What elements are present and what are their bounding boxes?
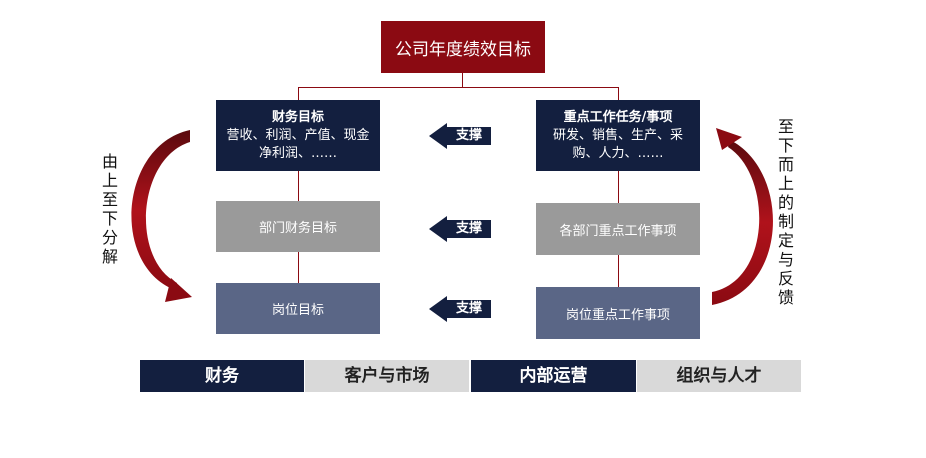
support-arrow-2: 支撑 (429, 216, 499, 242)
dept-key-tasks-box: 各部门重点工作事项 (536, 203, 700, 255)
up-curve-arrow-icon (712, 128, 773, 305)
tab-internal-operations: 内部运营 (471, 360, 636, 392)
connector-left-2 (298, 252, 299, 283)
arrow-left-icon (429, 216, 491, 242)
finance-goal-title: 财务目标 (271, 109, 324, 125)
support-arrow-1: 支撑 (429, 123, 499, 149)
support-label-2: 支撑 (455, 221, 482, 236)
key-tasks-title: 重点工作任务/事项 (563, 109, 673, 125)
position-goal-box: 岗位目标 (216, 283, 380, 334)
tab-customer-market: 客户与市场 (305, 360, 469, 392)
support-label-3: 支撑 (455, 301, 482, 316)
position-key-tasks-box: 岗位重点工作事项 (536, 287, 700, 339)
dept-key-tasks-label: 各部门重点工作事项 (559, 223, 677, 239)
connector-left-drop (298, 87, 299, 100)
connector-right-1 (618, 171, 619, 203)
position-goal-label: 岗位目标 (271, 303, 324, 318)
support-label-1: 支撑 (455, 128, 482, 143)
support-arrow-3: 支撑 (429, 296, 499, 322)
position-key-tasks-label: 岗位重点工作事项 (565, 307, 670, 323)
dept-finance-goal-label: 部门财务目标 (258, 221, 337, 236)
tab-finance: 财务 (140, 360, 304, 392)
left-vertical-caption: 由上至下分解 (101, 152, 118, 266)
connector-right-drop (618, 87, 619, 100)
tab-organization-talent: 组织与人才 (637, 360, 801, 392)
key-tasks-box: 重点工作任务/事项 研发、销售、生产、采购、人力、…… (536, 100, 700, 171)
arrow-left-icon (429, 296, 491, 322)
down-curve-arrow-icon (131, 130, 192, 302)
key-tasks-items: 研发、销售、生产、采购、人力、…… (552, 127, 683, 161)
right-vertical-caption: 至下而上的制定与反馈 (777, 117, 794, 307)
company-annual-goal: 公司年度绩效目标 (381, 21, 545, 73)
connector-left-1 (298, 171, 299, 201)
connector-horizontal (298, 87, 619, 88)
dept-finance-goal-box: 部门财务目标 (216, 201, 380, 252)
connector-top-stem (462, 73, 463, 87)
arrow-left-icon (429, 123, 491, 149)
finance-goal-box: 财务目标 营收、利润、产值、现金净利润、…… (216, 100, 380, 171)
connector-right-2 (618, 255, 619, 287)
company-annual-goal-label: 公司年度绩效目标 (395, 39, 531, 60)
finance-goal-items: 营收、利润、产值、现金净利润、…… (226, 127, 370, 161)
